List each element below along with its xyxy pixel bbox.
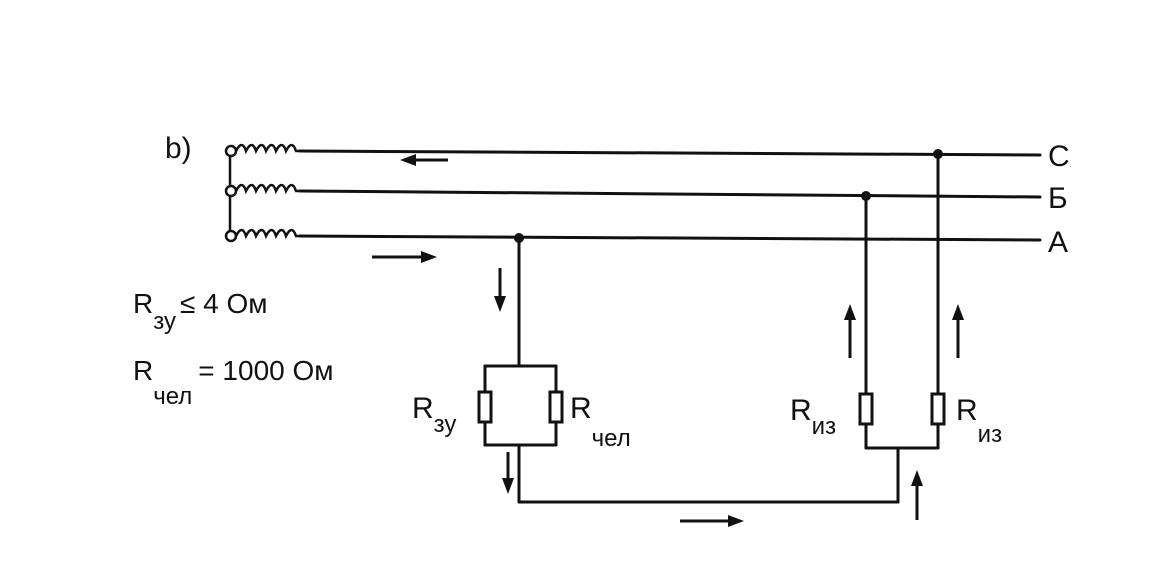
resistor-r-chel	[548, 390, 564, 424]
terminal-a	[224, 229, 238, 243]
condition-r-chel: Rчел= 1000 Ом	[133, 355, 334, 410]
resistor-r-iz-2	[930, 392, 946, 426]
phase-line-b	[298, 189, 1042, 199]
terminal-b	[224, 184, 238, 198]
phase-label-b: Б	[1048, 182, 1068, 215]
resistor-r-zu	[477, 390, 493, 424]
phase-label-a: А	[1048, 226, 1068, 259]
arrow-phase-c-left	[400, 154, 448, 166]
arrow-bottom-up	[911, 470, 923, 520]
arrow-left-down-lower	[502, 452, 514, 494]
arrow-right-up-2	[952, 304, 964, 358]
terminal-c	[224, 144, 238, 158]
resistor-r-iz-1	[858, 392, 874, 426]
resistor-r-iz-2-label: Rиз	[956, 394, 1002, 448]
arrow-left-down	[494, 268, 506, 312]
resistor-r-chel-label: Rчел	[570, 392, 631, 452]
phase-label-c: С	[1048, 140, 1070, 173]
arrow-phase-a-right	[372, 251, 437, 263]
resistor-r-iz-1-label: Rиз	[790, 394, 836, 440]
winding-c	[234, 143, 300, 155]
condition-r-zu: Rзу≤ 4 Ом	[133, 288, 268, 335]
arrow-right-up-1	[844, 304, 856, 358]
generator-windings	[224, 143, 300, 243]
resistor-r-zu-label: Rзу	[412, 392, 456, 438]
phase-line-c	[298, 149, 1042, 157]
arrow-return-right	[680, 515, 744, 527]
phase-line-a	[298, 234, 1042, 242]
panel-label: b)	[165, 132, 192, 165]
winding-b	[234, 183, 300, 195]
winding-a	[234, 228, 300, 240]
